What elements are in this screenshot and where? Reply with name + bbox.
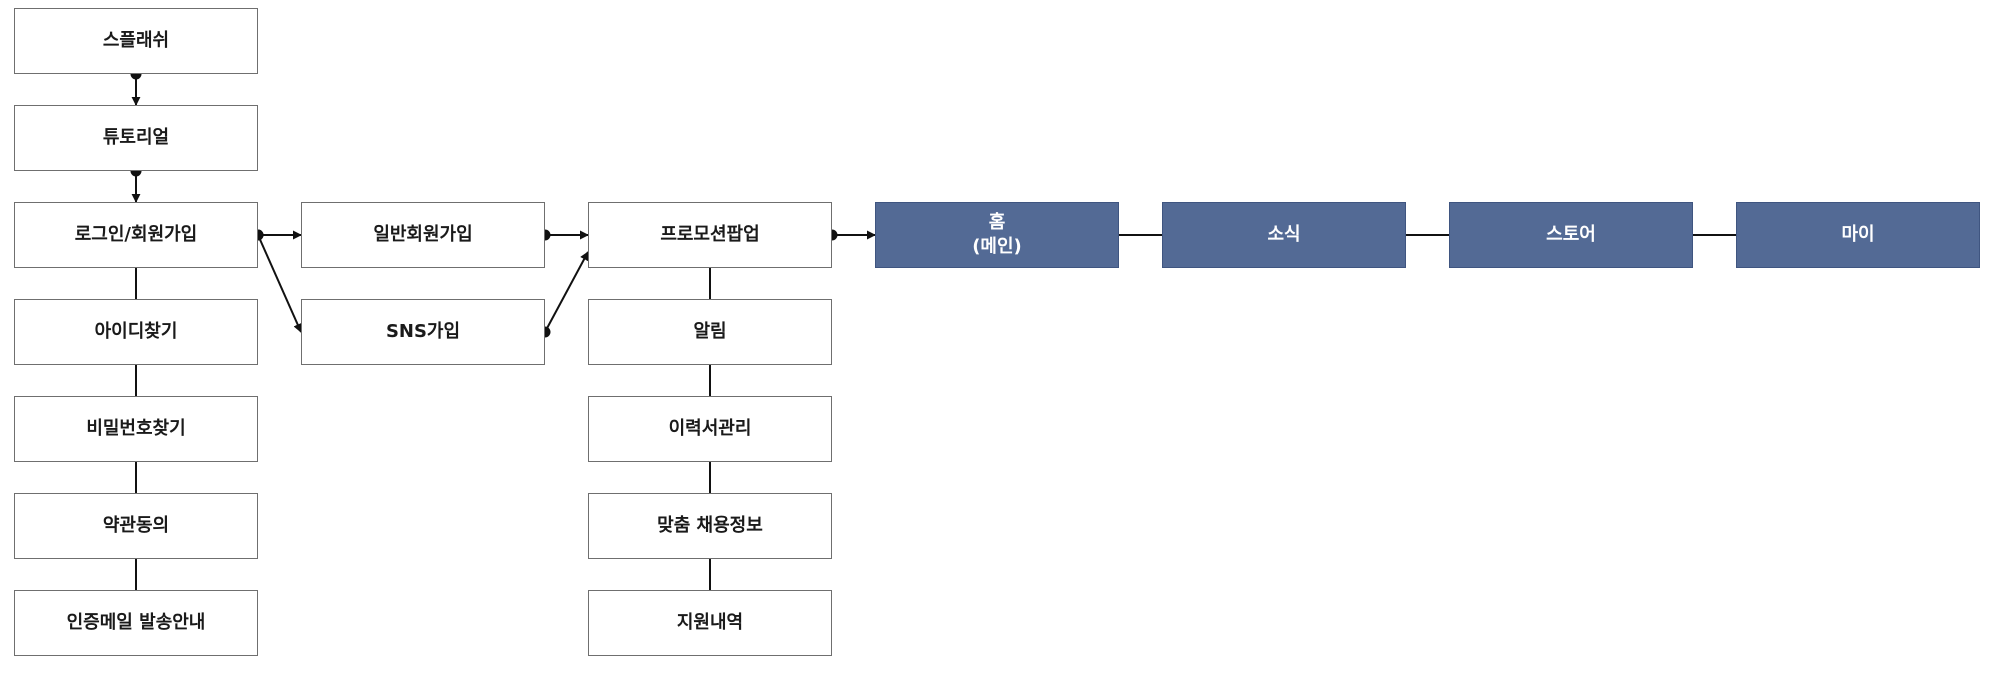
node-label: 알림: [693, 321, 727, 342]
node-label: 일반회원가입: [373, 224, 473, 245]
node-verify-mail: 인증메일 발송안내: [14, 590, 258, 656]
node-store: 스토어: [1449, 202, 1693, 268]
node-general-signup: 일반회원가입: [301, 202, 545, 268]
node-label: 지원내역: [676, 612, 744, 633]
connector-arrow: [544, 251, 589, 333]
node-tutorial: 튜토리얼: [14, 105, 258, 171]
node-label: 로그인/회원가입: [74, 224, 198, 245]
node-label: 이력서관리: [668, 418, 752, 439]
node-news: 소식: [1162, 202, 1406, 268]
node-label: 비밀번호찾기: [86, 418, 186, 439]
node-applications: 지원내역: [588, 590, 832, 656]
node-my: 마이: [1736, 202, 1980, 268]
node-label: 맞춤 채용정보: [657, 515, 763, 536]
node-find-id: 아이디찾기: [14, 299, 258, 365]
node-label: 튜토리얼: [102, 127, 170, 148]
node-label: 스토어: [1546, 224, 1596, 245]
connector-arrow: [257, 234, 302, 333]
node-login-signup: 로그인/회원가입: [14, 202, 258, 268]
node-promotion-popup: 프로모션팝업: [588, 202, 832, 268]
node-label: 아이디찾기: [94, 321, 178, 342]
node-label: 마이: [1841, 224, 1875, 245]
node-resume-management: 이력서관리: [588, 396, 832, 462]
node-label: 홈 (메인): [972, 212, 1022, 257]
node-find-password: 비밀번호찾기: [14, 396, 258, 462]
node-label: SNS가입: [385, 321, 461, 342]
node-terms-agree: 약관동의: [14, 493, 258, 559]
node-notifications: 알림: [588, 299, 832, 365]
node-label: 프로모션팝업: [660, 224, 760, 245]
node-label: 스플래쉬: [102, 30, 170, 51]
node-home-main: 홈 (메인): [875, 202, 1119, 268]
node-sns-signup: SNS가입: [301, 299, 545, 365]
node-label: 소식: [1267, 224, 1301, 245]
node-label: 약관동의: [102, 515, 170, 536]
node-custom-jobs: 맞춤 채용정보: [588, 493, 832, 559]
node-label: 인증메일 발송안내: [66, 612, 206, 633]
node-splash: 스플래쉬: [14, 8, 258, 74]
